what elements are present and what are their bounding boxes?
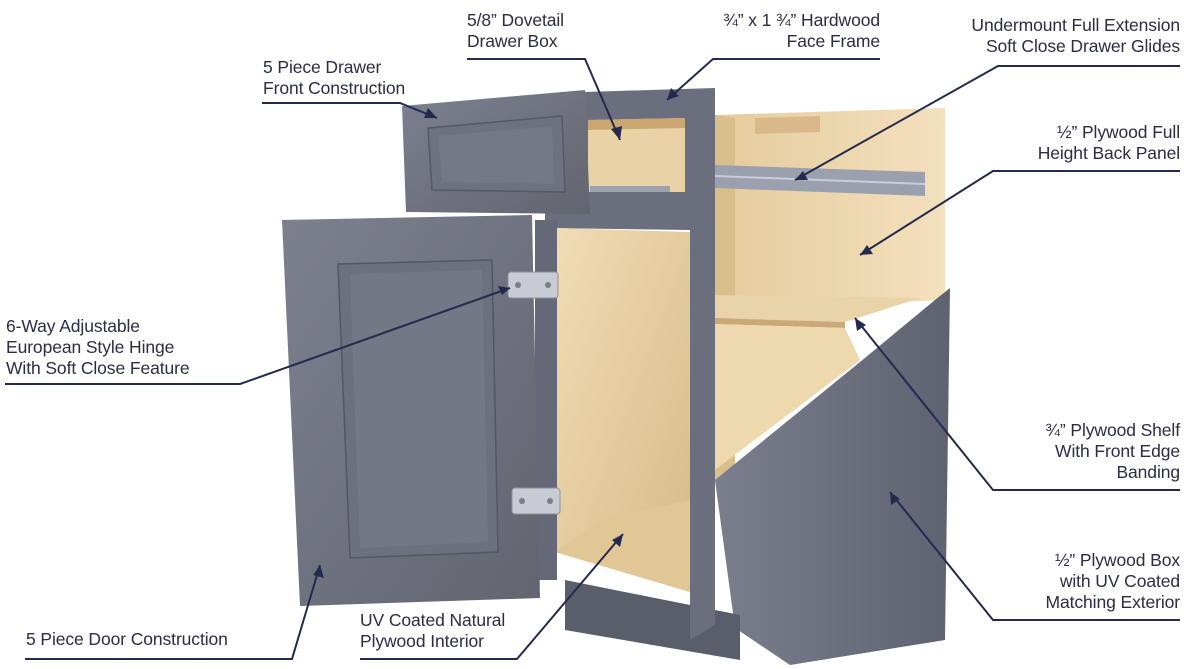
label-back-panel: ½” Plywood Full Height Back Panel xyxy=(1037,122,1180,163)
leader-dovetail xyxy=(467,58,621,141)
face-frame-opening xyxy=(555,228,690,592)
plywood-shelf xyxy=(715,295,920,322)
leader-door xyxy=(25,564,321,660)
cabinet-body xyxy=(535,88,950,665)
label-dovetail-drawer-box: 5/8” Dovetail Drawer Box xyxy=(467,10,564,51)
leader-face-frame xyxy=(666,58,880,101)
leader-back-panel xyxy=(859,170,1180,256)
hinges xyxy=(507,271,561,515)
label-hinge: 6-Way Adjustable European Style Hinge Wi… xyxy=(6,316,190,378)
leader-arrowheads xyxy=(313,88,900,578)
label-box: ½” Plywood Box with UV Coated Matching E… xyxy=(1045,550,1181,612)
label-door: 5 Piece Door Construction xyxy=(26,629,228,649)
right-exterior-panel xyxy=(715,288,950,665)
label-drawer-glides: Undermount Full Extension Soft Close Dra… xyxy=(971,15,1180,56)
label-drawer-front: 5 Piece Drawer Front Construction xyxy=(263,57,406,98)
label-face-frame: ¾” x 1 ¾” Hardwood Face Frame xyxy=(723,10,880,51)
lower-interior xyxy=(715,324,860,470)
drawer-front xyxy=(402,90,590,214)
leader-hinge xyxy=(5,287,511,385)
label-interior: UV Coated Natural Plywood Interior xyxy=(360,610,506,651)
interior-floor xyxy=(555,500,690,592)
drawer-box xyxy=(588,116,820,192)
leader-glides xyxy=(794,65,1180,181)
label-shelf: ¾” Plywood Shelf With Front Edge Banding xyxy=(1045,420,1180,482)
leader-drawer-front xyxy=(262,102,438,119)
back-panel xyxy=(715,108,945,310)
leader-interior xyxy=(360,533,624,660)
leader-box xyxy=(889,491,1180,621)
leader-lines xyxy=(5,58,1180,660)
face-frame xyxy=(545,88,715,640)
shelf-edge-banding xyxy=(715,318,845,328)
leader-shelf xyxy=(854,317,1180,491)
toe-kick xyxy=(565,580,740,660)
door xyxy=(282,215,540,606)
